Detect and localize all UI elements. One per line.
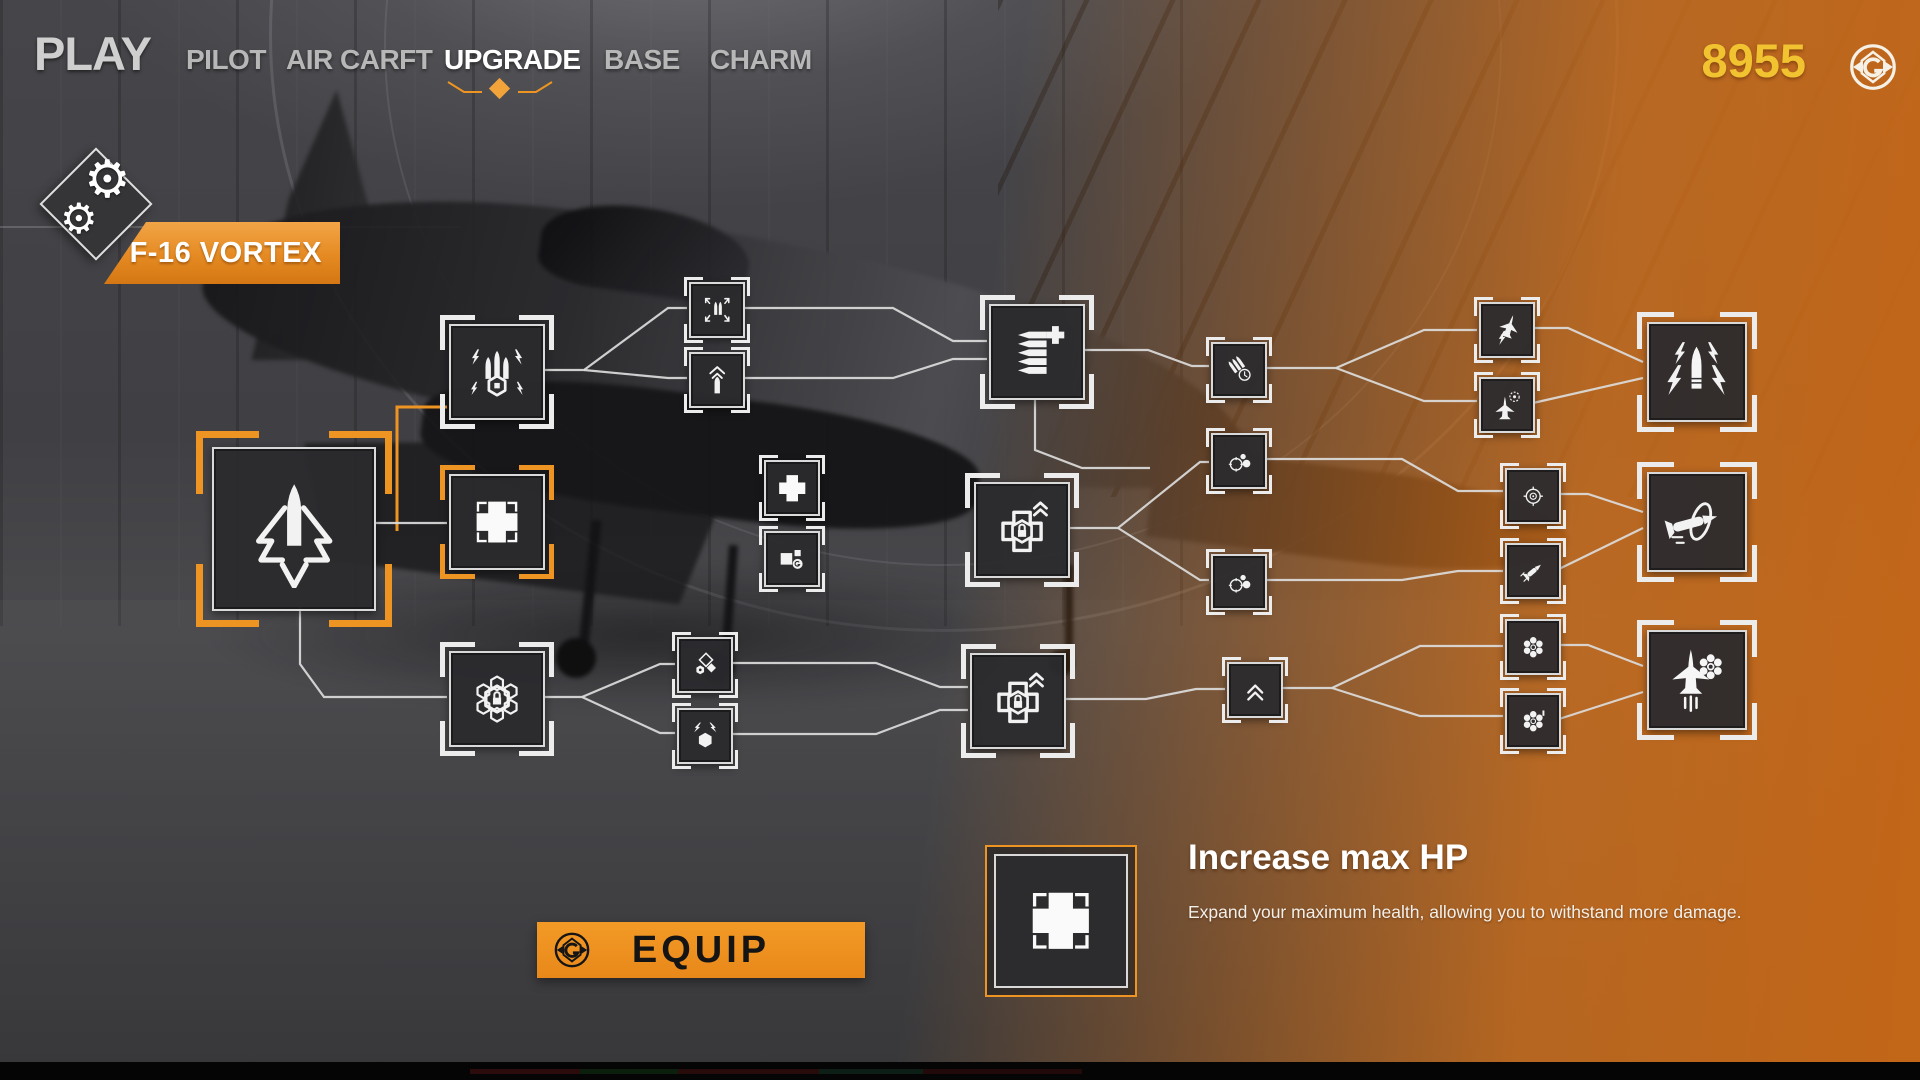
top-navigation: PLAY PILOT AIR CARFT UPGRADE BASE CHARM xyxy=(0,0,1920,110)
upgrade-node-reticle[interactable] xyxy=(1500,463,1566,529)
health-cross-icon xyxy=(476,501,518,543)
hex-armor-lock-icon xyxy=(476,675,518,723)
cross-plus-icon xyxy=(778,474,806,502)
g-coin-icon xyxy=(554,932,590,968)
gears-icon: ⚙⚙ xyxy=(60,151,131,242)
spread-bullets-icon xyxy=(704,297,730,322)
upgrade-node-jet-targeting[interactable] xyxy=(1474,372,1540,438)
upgrade-tooltip-title: Increase max HP xyxy=(1188,838,1469,877)
upgrade-node-materials[interactable] xyxy=(672,632,738,698)
jet-reticle-icon xyxy=(1495,391,1520,420)
upgrade-node-ultimate-jet[interactable] xyxy=(1637,620,1757,740)
nav-base[interactable]: BASE xyxy=(604,44,680,75)
missile-arrow-icon xyxy=(255,484,333,589)
equip-button[interactable]: EQUIP xyxy=(537,922,865,978)
upgrade-tab-ornament xyxy=(447,78,553,100)
reticle-ring-icon xyxy=(1523,486,1543,506)
upgrade-node-ammo-up[interactable] xyxy=(684,347,750,413)
upgrade-node-shield-charge[interactable] xyxy=(672,703,738,769)
nav-pilot[interactable]: PILOT xyxy=(186,44,266,75)
bullet-chevron-icon xyxy=(709,365,725,394)
equip-button-label: EQUIP xyxy=(631,928,771,971)
nav-charm[interactable]: CHARM xyxy=(710,44,812,75)
target-orbs-icon xyxy=(1228,453,1251,472)
upgrade-node-hp-tier2[interactable] xyxy=(965,473,1079,587)
upgrade-node-cluster-1[interactable] xyxy=(1500,614,1566,680)
upgrade-node-rank-up[interactable] xyxy=(1222,657,1288,723)
health-cross-icon xyxy=(1032,892,1090,950)
upgrade-node-gun-damage[interactable] xyxy=(440,315,554,429)
cannon-lock-icon xyxy=(470,349,523,397)
bullets-clock-icon xyxy=(1228,355,1251,381)
mini-missile-icon xyxy=(1520,564,1541,582)
currency-amount: 8955 xyxy=(1701,34,1806,87)
nav-aircraft[interactable]: AIR CARFT xyxy=(286,44,433,75)
g-coin-icon xyxy=(1849,43,1897,91)
upgrade-node-root-weapon[interactable] xyxy=(196,431,392,627)
upgrade-node-armor-module[interactable] xyxy=(759,526,825,592)
cross-hex-lock-icon xyxy=(997,672,1044,724)
upgrade-node-accuracy-2[interactable] xyxy=(1206,549,1272,615)
selected-upgrade-icon-box[interactable] xyxy=(985,845,1137,997)
letterbox-strip xyxy=(470,1069,1082,1074)
upgrade-node-missile-speed[interactable] xyxy=(1500,538,1566,604)
upgrade-node-cluster-2[interactable] xyxy=(1500,688,1566,754)
upgrade-node-max-hp[interactable] xyxy=(440,465,554,579)
upgrade-node-accuracy-1[interactable] xyxy=(1206,428,1272,494)
upgrade-node-ultimate-gun[interactable] xyxy=(1637,312,1757,432)
upgrade-node-armor[interactable] xyxy=(440,642,554,756)
orb-cluster-icon xyxy=(1523,636,1543,658)
nav-play[interactable]: PLAY xyxy=(34,27,152,80)
nav-upgrade[interactable]: UPGRADE xyxy=(444,44,581,75)
orb-cluster-icon xyxy=(1523,710,1545,732)
upgrade-node-fire-rate[interactable] xyxy=(1206,337,1272,403)
aircraft-name: F-16 VORTEX xyxy=(129,236,322,269)
diamond-cluster-icon xyxy=(696,651,716,675)
upgrade-node-multi-shot[interactable] xyxy=(684,277,750,343)
upgrade-tooltip-description: Expand your maximum health, allowing you… xyxy=(1188,902,1742,922)
aircraft-name-banner: F-16 VORTEX xyxy=(104,222,340,284)
missile-ring-icon xyxy=(1665,502,1718,545)
module-squares-icon xyxy=(780,549,803,569)
bullet-stack-plus-icon xyxy=(1017,326,1065,374)
upgrade-node-armor-tier2[interactable] xyxy=(961,644,1075,758)
bullet-lightning-icon xyxy=(1667,342,1727,396)
upgrade-node-ammo-capacity[interactable] xyxy=(980,295,1094,409)
upgrade-node-ultimate-missile[interactable] xyxy=(1637,462,1757,582)
double-chevron-icon xyxy=(1246,684,1264,701)
jet-cluster-icon xyxy=(1672,650,1723,713)
cross-hex-lock-icon xyxy=(1001,501,1048,553)
target-orbs-icon xyxy=(1228,574,1251,593)
upgrade-node-jet-speed[interactable] xyxy=(1474,297,1540,363)
upgrade-node-hp-plus[interactable] xyxy=(759,455,825,521)
